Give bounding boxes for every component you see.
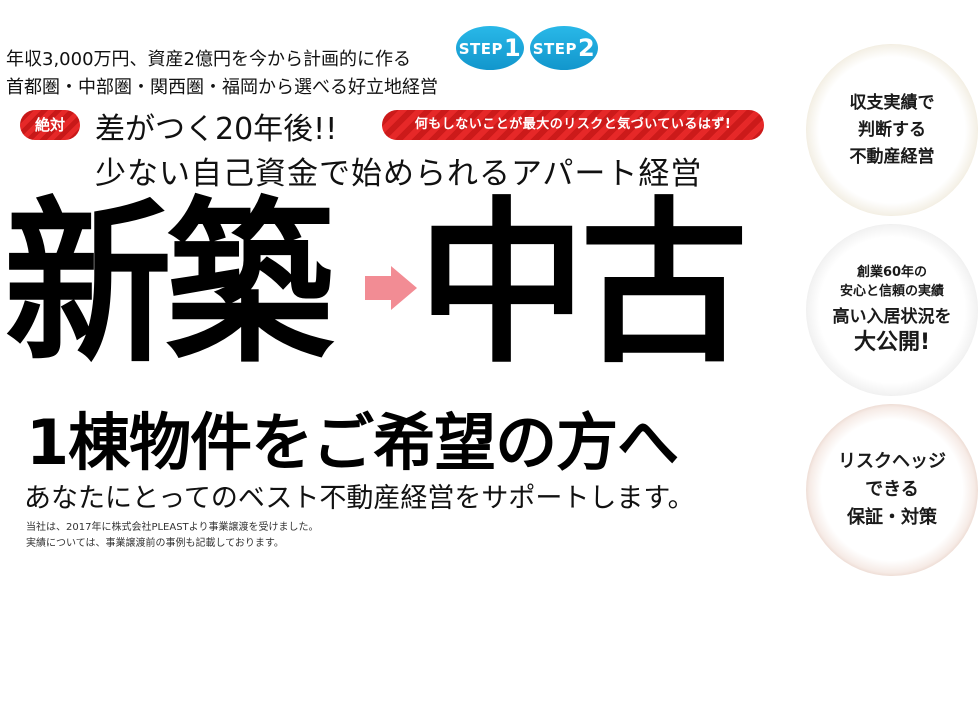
risk-notice-badge: 何もしないことが最大のリスクと気づいているはず! [382, 110, 764, 140]
arrow-right-icon [365, 266, 417, 310]
step-1-prefix: STEP [458, 40, 504, 58]
circle-1-line-1: 収支実績で [849, 92, 935, 113]
note-line-2: 実績については、事業譲渡前の事例も記載しております。 [26, 538, 284, 549]
circle-2-line-3: 高い入居状況を [832, 307, 952, 327]
circle-link-risk-hedge[interactable]: リスクヘッジ できる 保証・対策 [806, 404, 978, 576]
zettai-badge: 絶対 [20, 110, 80, 140]
step-1-badge[interactable]: STEP1 [456, 26, 524, 70]
intro-line-2: 首都圏・中部圏・関西圏・福岡から選べる好立地経営 [6, 77, 438, 98]
tagline: あなたにとってのベスト不動産経営をサポートします。 [24, 483, 695, 514]
step-2-number: 2 [578, 34, 596, 62]
circle-2-line-1: 創業60年の [856, 265, 928, 280]
note-line-1: 当社は、2017年に株式会社PLEASTより事業譲渡を受けました。 [26, 522, 319, 533]
circle-3-line-1: リスクヘッジ [838, 451, 946, 472]
circle-3-line-2: できる [865, 479, 919, 500]
step-1-number: 1 [504, 34, 522, 62]
circle-link-income-results[interactable]: 収支実績で 判断する 不動産経営 [806, 44, 978, 216]
step-2-badge[interactable]: STEP2 [530, 26, 598, 70]
circle-2-line-2: 安心と信頼の実績 [839, 284, 944, 299]
big-title-new-build: 新築 [4, 181, 334, 388]
intro-line-1: 年収3,000万円、資産2億円を今から計画的に作る [6, 49, 411, 70]
headline-apartment-management: 少ない自己資金で始められるアパート経営 [95, 156, 703, 192]
circle-1-line-2: 判断する [858, 119, 926, 140]
circle-1-line-3: 不動産経営 [849, 146, 935, 167]
circle-link-occupancy[interactable]: 創業60年の 安心と信頼の実績 高い入居状況を 大公開! [806, 224, 978, 396]
circle-2-line-4: 大公開! [853, 330, 931, 355]
big-title-used: 中古 [418, 181, 748, 388]
step-2-prefix: STEP [532, 40, 578, 58]
headline-20-years: 差がつく20年後!! [95, 112, 338, 147]
circle-3-line-3: 保証・対策 [847, 507, 937, 528]
sub-title-whole-building: 1棟物件をご希望の方へ [26, 406, 679, 479]
